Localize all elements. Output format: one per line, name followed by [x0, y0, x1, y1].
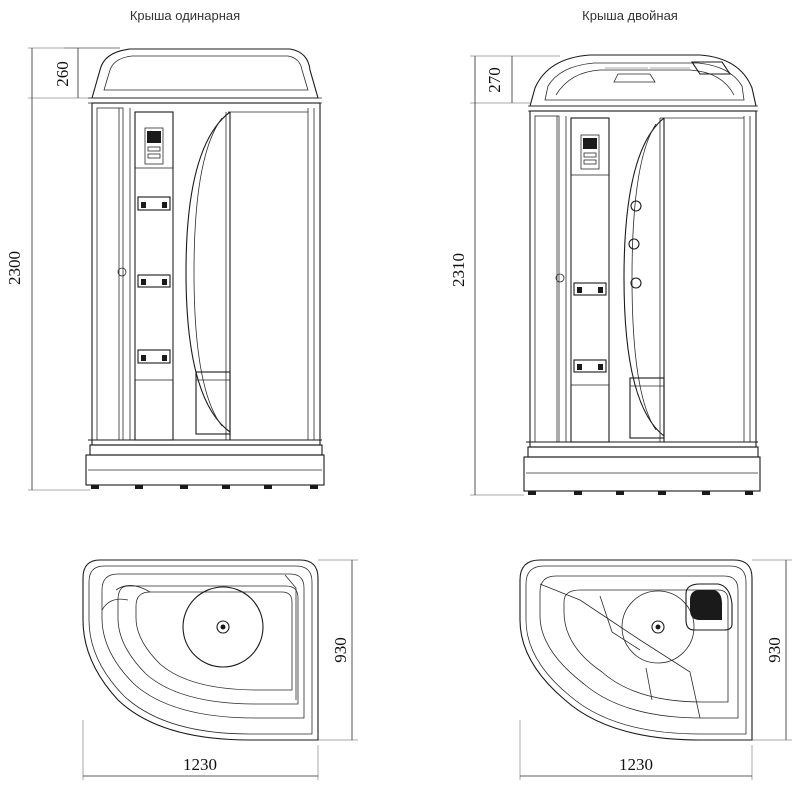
- plan-dimension-lines-double: [519, 559, 792, 780]
- plan-dimension-lines-single: [82, 559, 358, 780]
- dimension-lines-double: [470, 55, 560, 496]
- cabin-frame-double: [529, 110, 757, 448]
- curved-glass-double: [623, 117, 665, 442]
- dimension-width-double: 1230: [619, 755, 653, 774]
- dimension-roof-double: 270: [485, 67, 504, 93]
- curved-glass-single: [185, 111, 231, 440]
- dimension-lines-single: [28, 47, 120, 491]
- title-single-roof: Крыша одинарная: [130, 8, 240, 23]
- tray-single: [85, 439, 325, 489]
- dimension-width-single: 1230: [183, 755, 217, 774]
- plan-view-double: 930 1230: [519, 559, 792, 780]
- dimension-depth-double: 930: [765, 637, 784, 663]
- dimension-height-double: 2310: [449, 253, 468, 287]
- column-panel-double: [570, 117, 610, 443]
- dimension-roof-single: 260: [53, 61, 72, 87]
- cabin-frame-single: [91, 102, 321, 446]
- front-view-double-roof: 2310 270: [449, 54, 761, 496]
- plan-view-single: 930 1230: [82, 559, 358, 780]
- roof-double: [528, 54, 758, 112]
- tray-double: [523, 441, 761, 495]
- front-view-single-roof: 2300 260: [5, 47, 325, 491]
- roof-single: [88, 48, 322, 104]
- dimension-height-single: 2300: [5, 251, 24, 285]
- column-panel-single: [134, 111, 174, 441]
- title-double-roof: Крыша двойная: [582, 8, 678, 23]
- dimension-depth-single: 930: [331, 637, 350, 663]
- seat-double: [629, 377, 665, 439]
- seat-single: [195, 371, 231, 435]
